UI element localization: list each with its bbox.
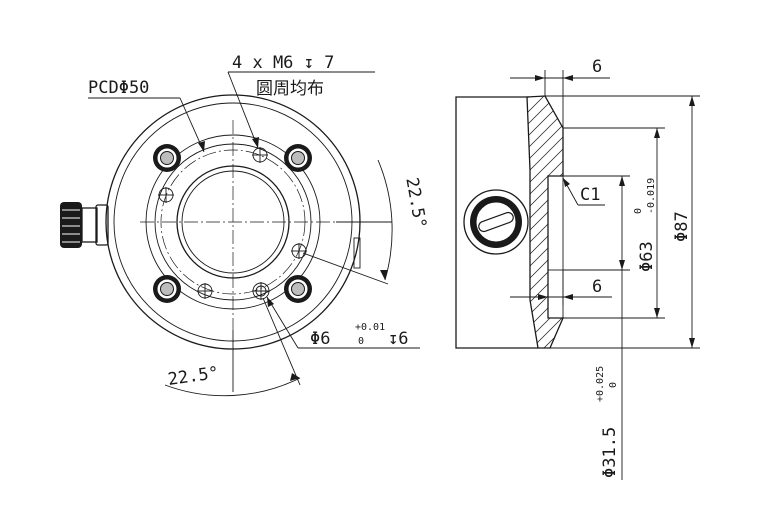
chamfer-leader (562, 177, 605, 206)
dim-thickness-bottom (510, 270, 612, 305)
thread-note-label: 圆周均布 (256, 79, 324, 99)
bolt-hole-bottom-right (284, 275, 312, 303)
thread-spec-label: 4 x M6 ↧ 7 (232, 53, 334, 73)
dim-dia-87 (545, 95, 700, 349)
dim-dia-63 (563, 127, 665, 319)
thickness-bottom-label: 6 (592, 277, 602, 297)
section-hatch (527, 96, 563, 348)
dia-63-tol-upper: 0 (633, 208, 644, 214)
annular-ring-inner (154, 143, 312, 301)
front-view: PCDΦ50 4 x M6 ↧ 7 圆周均布 22.5° 22.5° (60, 53, 430, 397)
thread-hole-right (291, 243, 307, 259)
pin-hole-depth-label: ↧6 (388, 329, 408, 349)
thread-hole-top (252, 147, 268, 163)
side-view: 6 6 C1 Φ63 0 -0.019 (455, 57, 700, 480)
dia-315-tol-upper: +0.025 (595, 366, 606, 402)
side-connector (463, 189, 529, 255)
dia-63-tol-lower: -0.019 (646, 178, 657, 214)
dia-315-tol-lower: 0 (608, 382, 619, 388)
angle-bottom-label: 22.5° (167, 363, 220, 390)
bolt-hole-top-left (153, 144, 181, 172)
angle-top-label: 22.5° (401, 176, 430, 230)
dia-315-label: Φ31.5 (600, 427, 620, 478)
dia-87-label: Φ87 (672, 211, 692, 242)
pin-hole (252, 282, 270, 300)
pin-hole-tol-upper: +0.01 (355, 322, 385, 333)
side-key-notch (353, 237, 361, 269)
angle-dimension-right (302, 159, 393, 285)
thread-hole-bottom (197, 283, 213, 299)
pcd-leader (88, 97, 205, 153)
thread-leader (227, 71, 375, 149)
side-body-outline (455, 96, 538, 349)
dia-63-label: Φ63 (637, 241, 657, 272)
pin-hole-label: Φ6 (310, 329, 330, 349)
annular-ring-outer (145, 134, 321, 310)
bore-outer-circle (176, 165, 290, 279)
pin-hole-leader (266, 296, 420, 349)
bolt-hole-top-right (284, 144, 312, 172)
flange-section-outline (526, 95, 564, 349)
bolt-hole-bottom-left (153, 275, 181, 303)
pcd-circle (160, 149, 306, 295)
thread-hole-left (158, 187, 174, 203)
thickness-top-label: 6 (592, 57, 602, 77)
dim-thickness-top (510, 70, 610, 128)
chamfer-label: C1 (580, 185, 600, 205)
pin-hole-tol-lower: 0 (358, 336, 364, 347)
dim-dia-315 (563, 175, 630, 480)
cable-connector (60, 202, 109, 248)
pcd-label: PCDΦ50 (88, 78, 149, 98)
bore-inner-circle (181, 170, 285, 274)
angle-dimension-bottom (164, 297, 301, 397)
